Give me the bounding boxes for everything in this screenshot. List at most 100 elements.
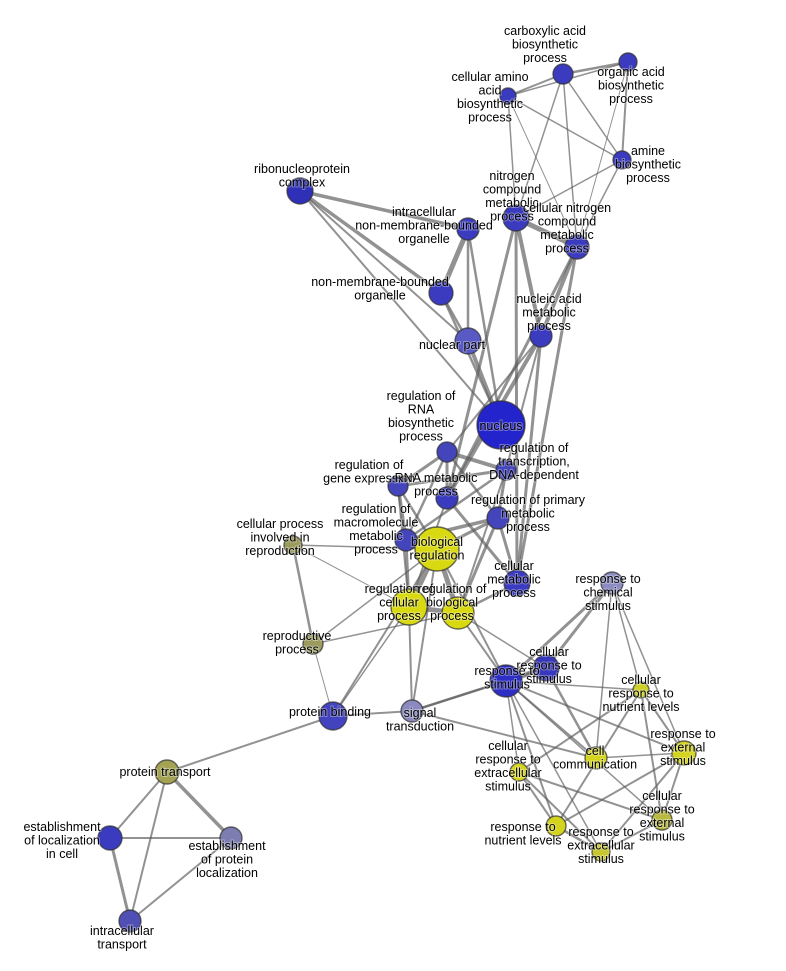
graph-node-amino[interactable] bbox=[499, 87, 517, 105]
graph-edge bbox=[507, 95, 623, 161]
graph-node-resp_stim[interactable] bbox=[489, 664, 523, 698]
graph-node-est_prot_local[interactable] bbox=[219, 826, 243, 850]
graph-edge bbox=[292, 544, 410, 608]
graph-edge bbox=[515, 159, 623, 219]
graph-edge bbox=[108, 836, 132, 923]
graph-edge bbox=[518, 771, 557, 827]
graph-node-cell_resp_external[interactable] bbox=[651, 809, 673, 831]
graph-node-signal_trans[interactable] bbox=[400, 699, 424, 723]
graph-node-label-protein_transport: protein transport bbox=[119, 765, 211, 779]
graph-node-nuclear_part[interactable] bbox=[454, 327, 482, 355]
graph-edge bbox=[445, 450, 500, 520]
graph-edge bbox=[544, 581, 614, 670]
graph-node-resp_nutrient[interactable] bbox=[545, 815, 567, 837]
graph-node-cpir[interactable] bbox=[283, 535, 303, 555]
graph-node-intra_transport[interactable] bbox=[118, 909, 142, 933]
graph-edge bbox=[165, 770, 233, 840]
graph-node-cell_resp_nutrient[interactable] bbox=[632, 681, 650, 699]
graph-edge bbox=[298, 189, 470, 231]
graph-edge bbox=[166, 715, 334, 773]
graph-node-organic[interactable] bbox=[618, 52, 638, 72]
graph-node-nucleic[interactable] bbox=[529, 324, 553, 348]
graph-node-reg_gene[interactable] bbox=[387, 475, 409, 497]
graph-node-carbox[interactable] bbox=[552, 63, 574, 85]
graph-node-reg_primary[interactable] bbox=[486, 506, 510, 530]
graph-edge bbox=[505, 680, 602, 853]
graph-edge bbox=[611, 582, 685, 754]
graph-node-amine[interactable] bbox=[612, 150, 632, 170]
graph-edge bbox=[595, 752, 685, 759]
graph-edge bbox=[298, 189, 443, 295]
graph-node-rna_mp[interactable] bbox=[435, 486, 459, 510]
graph-edge bbox=[129, 837, 232, 922]
graph-node-nmb_org[interactable] bbox=[428, 280, 454, 306]
graph-edge bbox=[396, 468, 508, 488]
graph-node-nitrogen[interactable] bbox=[502, 204, 530, 232]
graph-edge bbox=[507, 95, 517, 219]
graph-edge bbox=[505, 335, 542, 471]
graph-node-label-protein_binding: protein binding bbox=[289, 705, 371, 719]
graph-node-repro[interactable] bbox=[302, 633, 324, 655]
graph-edge bbox=[518, 771, 602, 853]
graph-node-nucleus[interactable] bbox=[476, 400, 526, 450]
graph-edge bbox=[505, 680, 642, 691]
graph-edge bbox=[457, 612, 547, 669]
graph-edge bbox=[504, 581, 614, 683]
graph-edge bbox=[515, 245, 579, 585]
graph-node-reg_cell[interactable] bbox=[390, 588, 428, 626]
graph-node-bio_reg[interactable] bbox=[414, 526, 460, 572]
graph-node-reg_rna[interactable] bbox=[436, 441, 458, 463]
graph-edge bbox=[457, 469, 507, 614]
graph-node-protein_transport[interactable] bbox=[154, 759, 180, 785]
graph-edge bbox=[505, 680, 557, 827]
graph-node-cell_mp[interactable] bbox=[503, 569, 531, 597]
graph-edge bbox=[404, 450, 449, 542]
graph-edge bbox=[515, 334, 543, 585]
graph-edge bbox=[595, 582, 613, 759]
graph-edge bbox=[621, 61, 629, 161]
graph-node-cell_resp_extracell[interactable] bbox=[509, 762, 529, 782]
graph-node-reg_transcription[interactable] bbox=[495, 459, 517, 481]
graph-edge bbox=[505, 680, 663, 821]
graph-node-resp_extracell[interactable] bbox=[591, 842, 611, 862]
graph-node-cell_resp_stim[interactable] bbox=[532, 654, 560, 682]
graph-node-reg_bio[interactable] bbox=[441, 596, 475, 630]
graph-node-resp_external[interactable] bbox=[671, 740, 697, 766]
graph-edge bbox=[514, 216, 543, 338]
graph-node-label-nuclear_part: nuclear part bbox=[419, 338, 486, 352]
graph-edge bbox=[312, 612, 459, 645]
graph-edge bbox=[456, 516, 500, 615]
graph-node-label-nucleus: nucleus bbox=[479, 419, 522, 433]
graph-node-cell_nitrogen[interactable] bbox=[564, 234, 590, 260]
graph-node-est_local_cell[interactable] bbox=[97, 825, 123, 851]
graph-node-ribo[interactable] bbox=[286, 177, 314, 205]
graph-node-protein_binding[interactable] bbox=[318, 701, 348, 731]
graph-node-intra_org[interactable] bbox=[456, 217, 480, 241]
graph-edge bbox=[332, 548, 438, 717]
graph-edge bbox=[576, 61, 629, 248]
graph-node-cell_comm[interactable] bbox=[584, 746, 608, 770]
graph-edge bbox=[555, 752, 685, 827]
graph-node-resp_chem[interactable] bbox=[600, 571, 624, 595]
